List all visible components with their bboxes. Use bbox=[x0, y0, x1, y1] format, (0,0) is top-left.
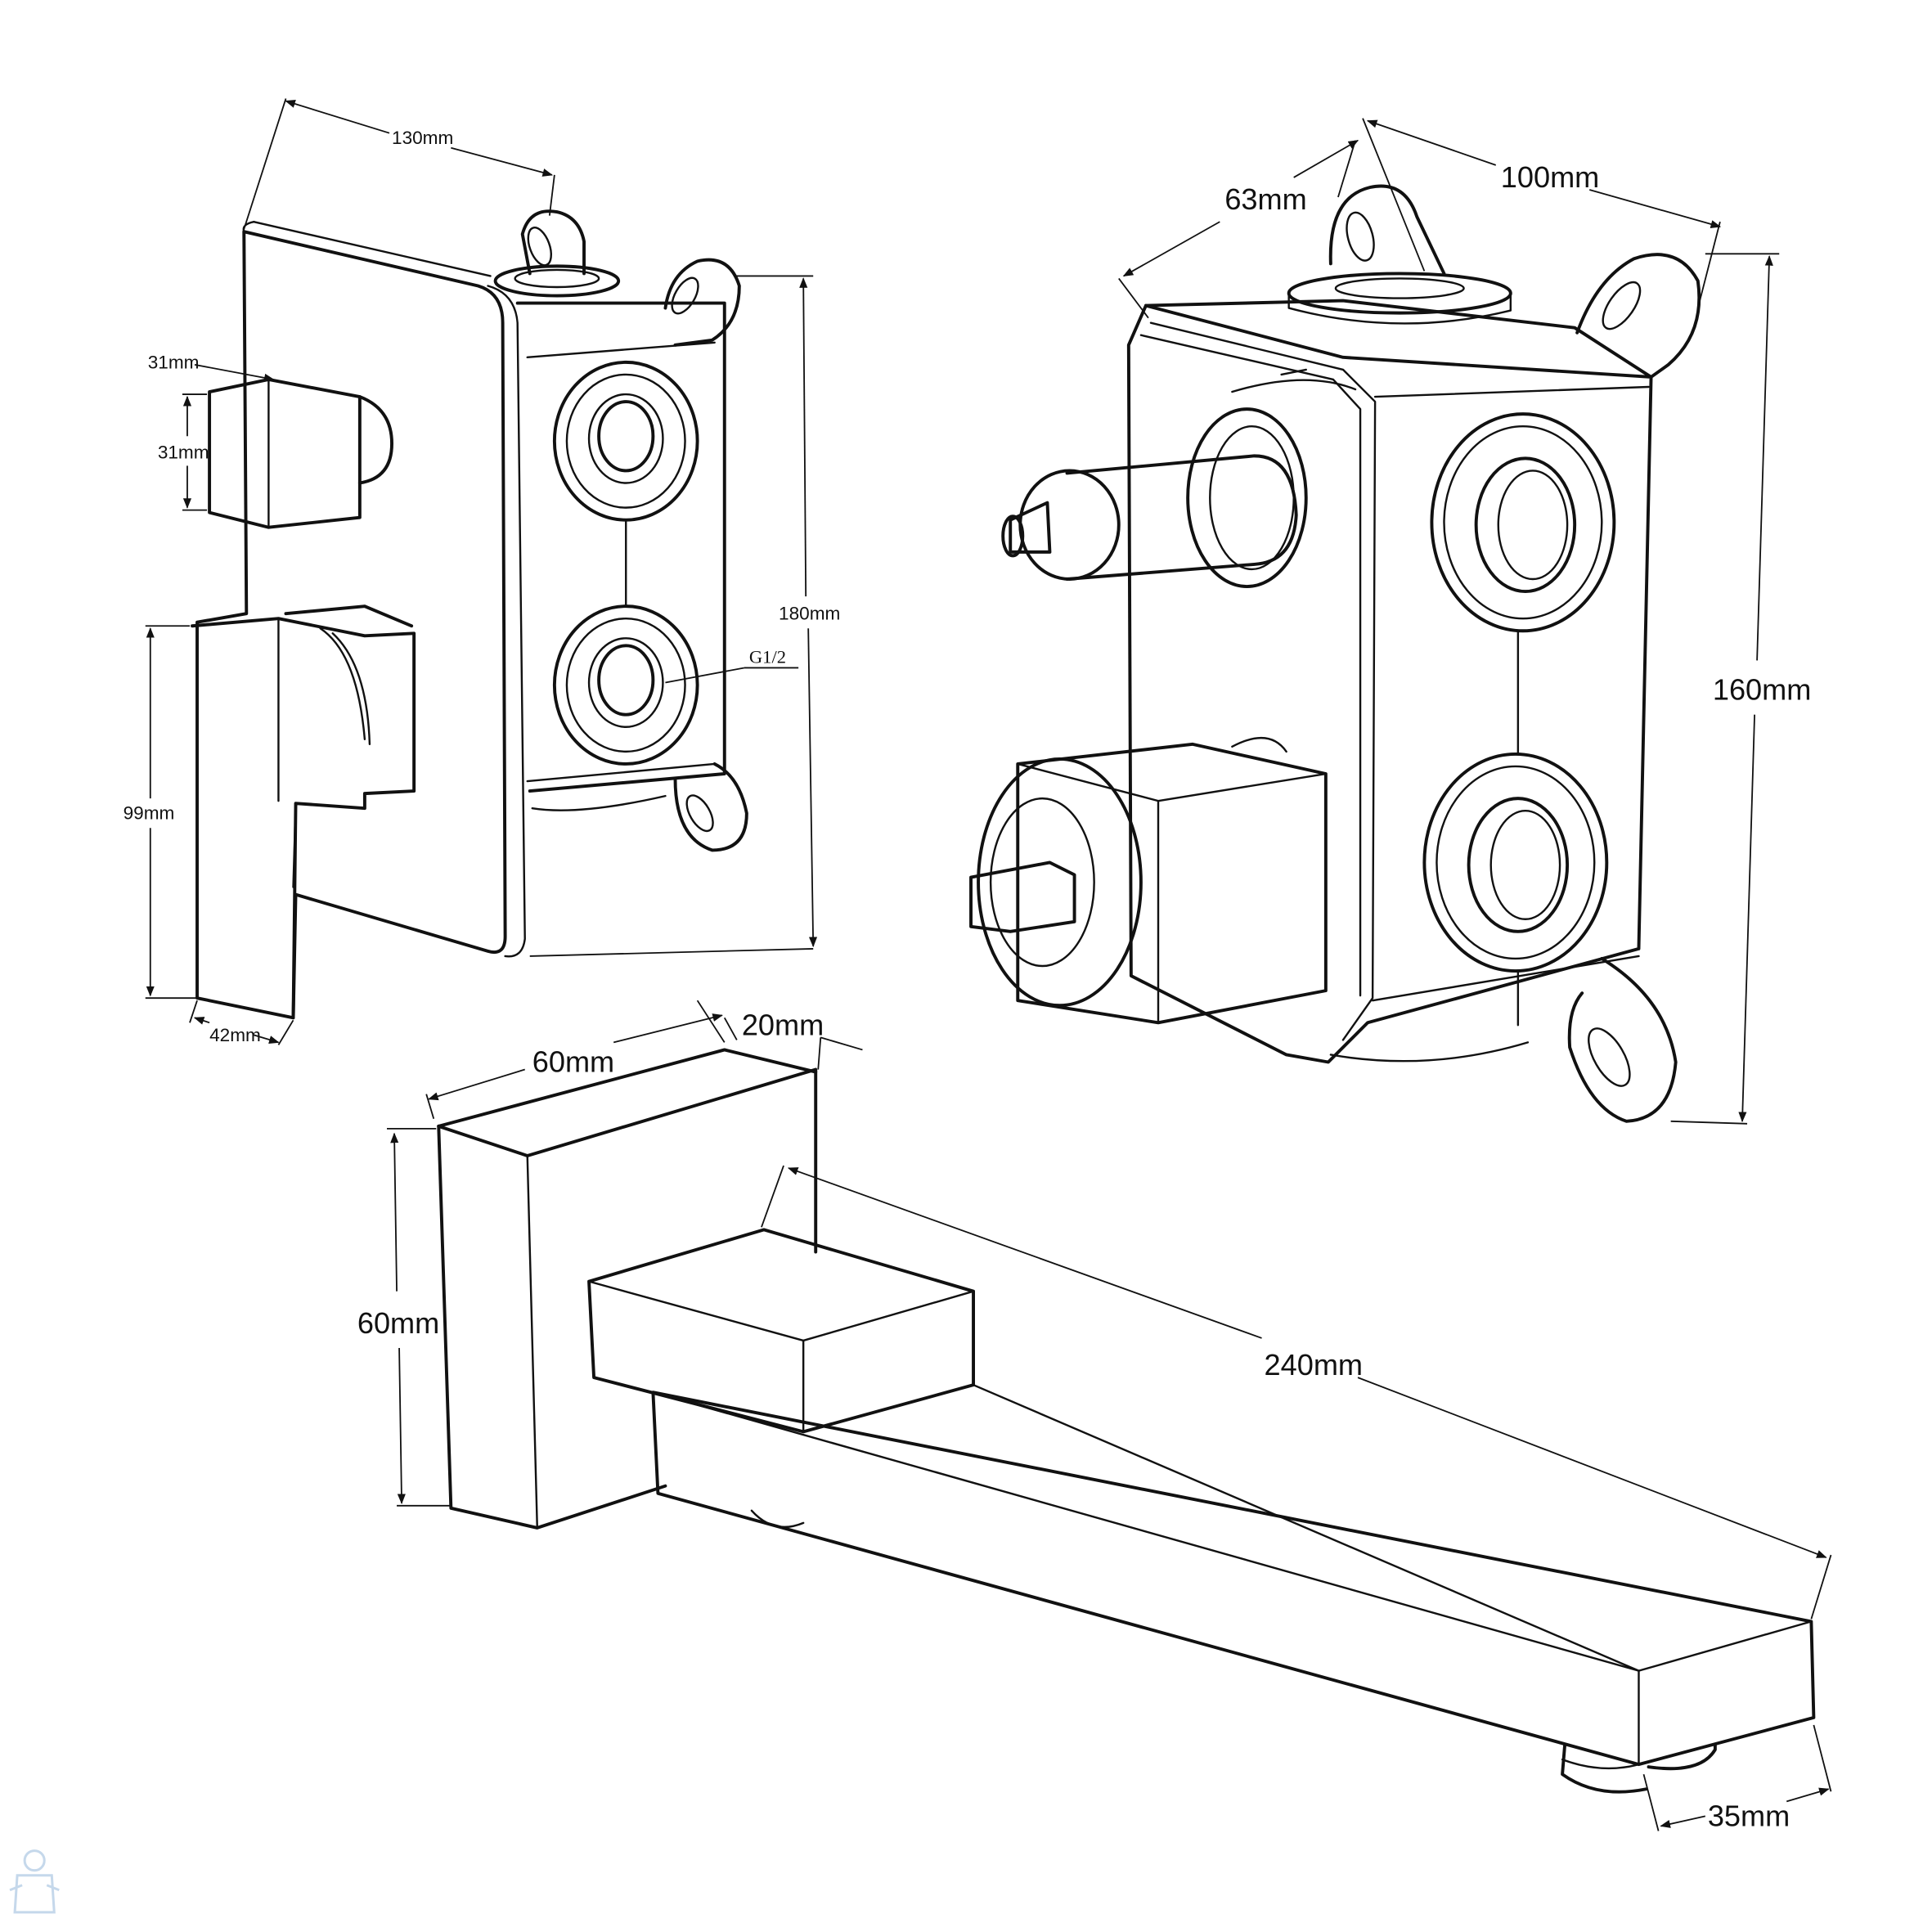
dim-42-label: 42mm bbox=[209, 1025, 261, 1045]
dim-240-label: 240mm bbox=[1265, 1348, 1364, 1382]
cover-plate-view bbox=[191, 209, 748, 1020]
lower-outlet bbox=[552, 604, 699, 766]
thread-size-label: G1/2 bbox=[749, 646, 786, 667]
dim-99-label: 99mm bbox=[124, 803, 175, 824]
dimensions-front-view: 130mm 31mm 31mm 180mm G1/2 99mm 42mm bbox=[124, 98, 840, 1045]
dim-160-label: 160mm bbox=[1713, 673, 1812, 707]
dim-100-label: 100mm bbox=[1501, 160, 1600, 194]
dim-60-width-label: 60mm bbox=[532, 1045, 614, 1079]
plumber-logo bbox=[9, 1849, 60, 1914]
dimensions-spout-view: 60mm 20mm 60mm 240mm 35mm bbox=[357, 1000, 1832, 1832]
upper-outlet bbox=[552, 360, 699, 522]
dim-31-height-label: 31mm bbox=[158, 442, 209, 462]
dimensions-body-view: 63mm 100mm 160mm bbox=[1118, 118, 1812, 1125]
dim-63-label: 63mm bbox=[1224, 182, 1306, 216]
concealed-valve-body-view bbox=[969, 184, 1701, 1123]
body-lower-outlet bbox=[1422, 752, 1609, 973]
dim-35-label: 35mm bbox=[1708, 1799, 1790, 1832]
spout-view bbox=[437, 1048, 1816, 1794]
dim-20-label: 20mm bbox=[742, 1008, 824, 1041]
dim-60-height-label: 60mm bbox=[357, 1306, 439, 1340]
dim-130-label: 130mm bbox=[392, 128, 453, 148]
dim-31-width-label: 31mm bbox=[148, 352, 200, 372]
dim-180-label: 180mm bbox=[779, 604, 840, 624]
body-upper-outlet bbox=[1430, 412, 1616, 633]
